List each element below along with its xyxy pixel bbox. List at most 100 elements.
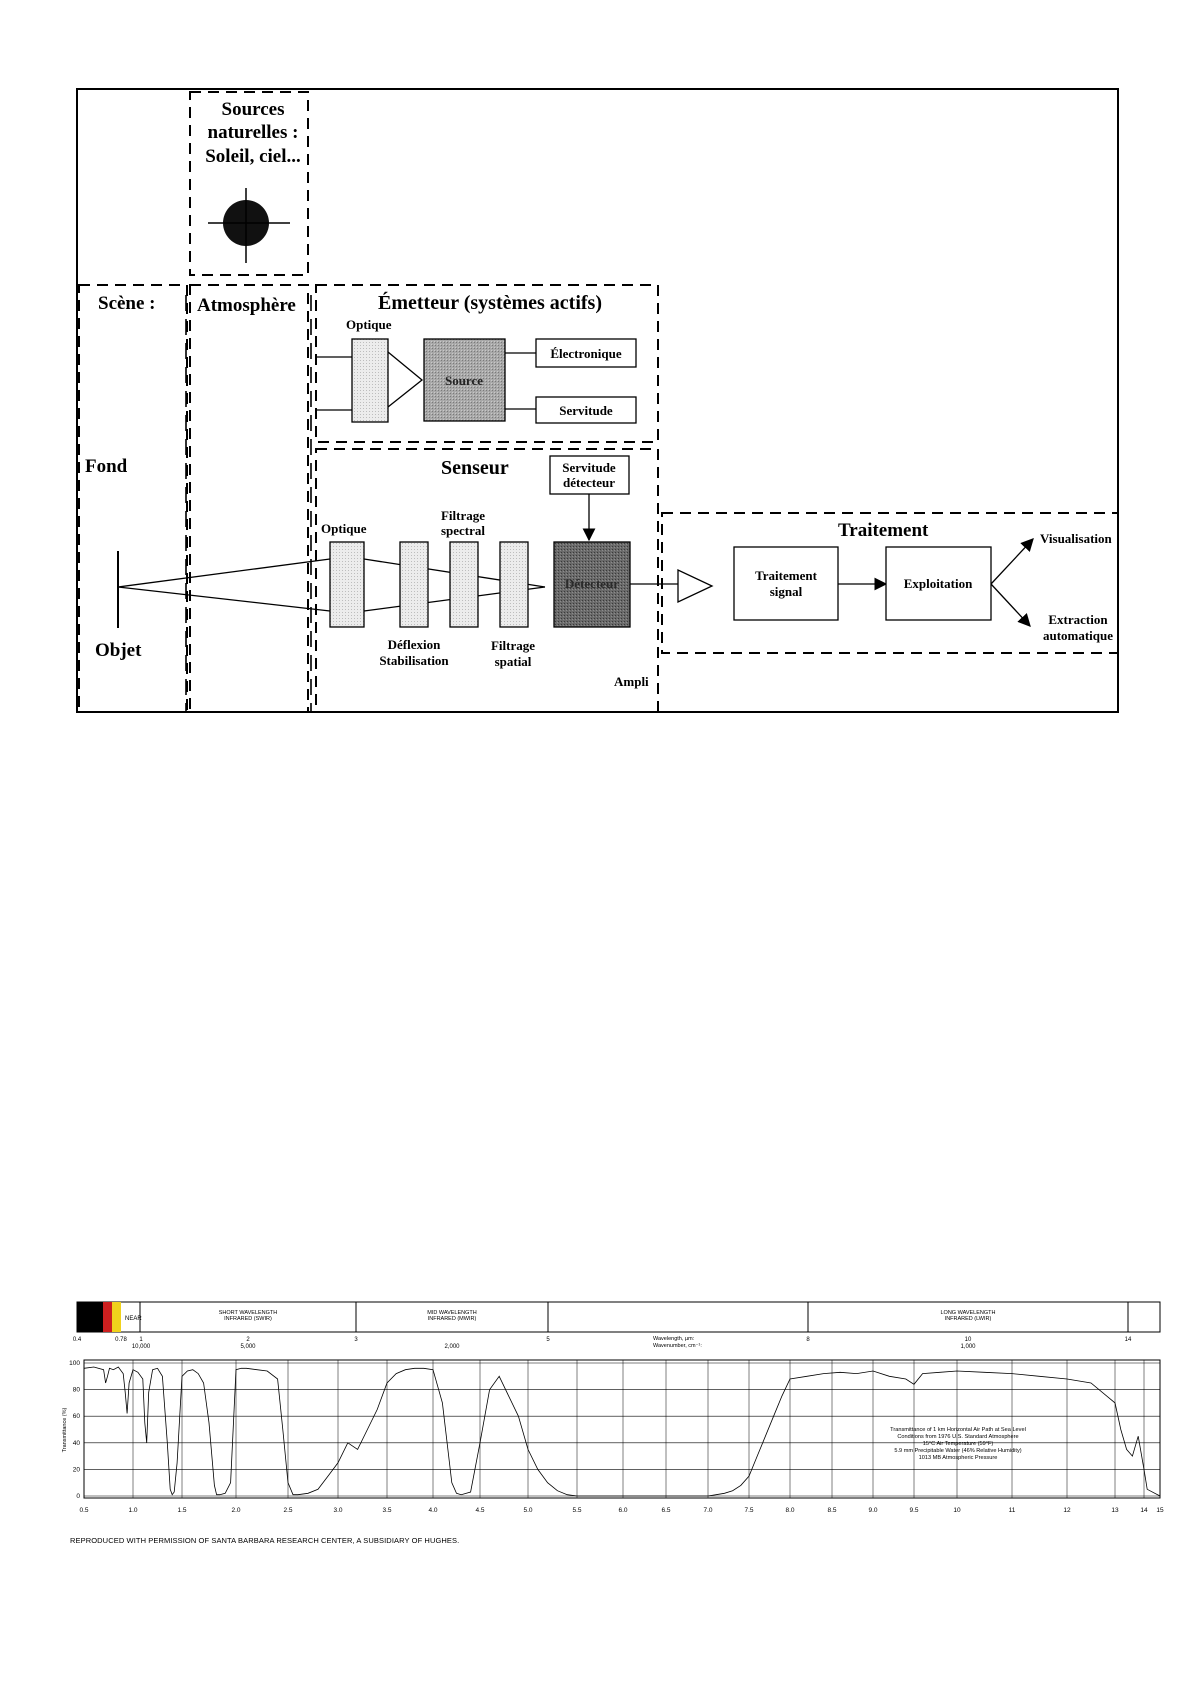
traitement-title: Traitement: [838, 520, 929, 541]
filtrage-spatial-label-1: Filtrage: [491, 638, 535, 653]
top-wavelength-tick: 3: [354, 1337, 358, 1343]
top-wavenumber-tick: 5,000: [240, 1344, 256, 1350]
visualisation-label: Visualisation: [1040, 531, 1113, 546]
electronique-label: Électronique: [550, 346, 621, 361]
emetteur-servitude-box: [535, 396, 637, 424]
x-tick-label: 9.5: [909, 1507, 918, 1514]
y-tick-label: 0: [76, 1493, 80, 1500]
exploitation-box: [885, 546, 992, 621]
legend: Transmittance of 1 km Horizontal Air Pat…: [890, 1427, 1026, 1461]
top-wavelength-tick: 5: [546, 1337, 550, 1343]
y-tick-label: 40: [73, 1440, 81, 1447]
x-tick-label: 13: [1111, 1507, 1119, 1514]
legend-line: 1013 MB Atmospheric Pressure: [919, 1455, 998, 1461]
diagram-frame: [76, 88, 1119, 713]
deflexion-label-2: Stabilisation: [379, 653, 449, 668]
objet-label: Objet: [95, 640, 142, 661]
servitude-detecteur-label-2: détecteur: [563, 475, 615, 490]
x-tick-label: 5.5: [572, 1507, 581, 1514]
traitement-region: [661, 512, 1119, 654]
x-tick-label: 2.0: [231, 1507, 240, 1514]
emetteur-servitude-label: Servitude: [559, 403, 613, 418]
sun-icon: [208, 188, 290, 263]
x-tick-label: 4.5: [475, 1507, 484, 1514]
x-tick-label: 11: [1009, 1507, 1016, 1514]
filtrage-spatial-block: [499, 541, 529, 628]
credit-text: REPRODUCED WITH PERMISSION OF SANTA BARB…: [70, 1536, 460, 1545]
x-tick-label: 12: [1063, 1507, 1071, 1514]
emetteur-optique-label: Optique: [346, 317, 392, 332]
x-tick-label: 6.0: [618, 1507, 627, 1514]
source-label: Source: [445, 373, 483, 388]
senseur-region: [315, 448, 659, 713]
detecteur-block: [553, 541, 631, 628]
sources-region: [189, 91, 309, 276]
traitement-signal-label-1: Traitement: [755, 568, 818, 583]
x-tick-label: 7.0: [703, 1507, 712, 1514]
traitement-signal-label-2: signal: [770, 584, 803, 599]
fond-label: Fond: [85, 456, 128, 477]
sources-label-1: Sources: [222, 99, 285, 120]
x-tick-label: 8.5: [827, 1507, 836, 1514]
top-wavelength-tick: 2: [246, 1337, 250, 1343]
senseur-optique-block: [329, 541, 365, 628]
top-wavenumber-tick: 2,000: [444, 1344, 460, 1350]
x-tick-label: 4.0: [428, 1507, 437, 1514]
plot-area: [83, 1359, 1161, 1499]
x-tick-label: 2.5: [283, 1507, 292, 1514]
deflexion-label-1: Déflexion: [388, 637, 441, 652]
servitude-detecteur-box: [549, 455, 630, 495]
x-tick-label: 6.5: [661, 1507, 670, 1514]
filtrage-spectral-block: [449, 541, 479, 628]
band-near-label: NEAR: [125, 1316, 142, 1322]
legend-line: 5.9 mm Precipitable Water (46% Relative …: [894, 1448, 1021, 1454]
horizontal-gridlines: [84, 1362, 1160, 1497]
transmittance-series-line: [83, 1366, 1161, 1497]
filtrage-spectral-label-1: Filtrage: [441, 508, 485, 523]
deflexion-block: [399, 541, 429, 628]
x-tick-label: 15: [1156, 1507, 1164, 1514]
atmosphere-label: Atmosphère: [197, 295, 296, 316]
top-wavenumber-tick: 1,000: [960, 1344, 976, 1350]
x-tick-label: 1.5: [177, 1507, 186, 1514]
ampli-label: Ampli: [614, 674, 649, 689]
extraction-label-2: automatique: [1043, 628, 1113, 643]
top-wavelength-tick: 8: [806, 1337, 810, 1343]
electronique-box: [535, 338, 637, 368]
x-tick-label: 7.5: [744, 1507, 753, 1514]
top-wavenumber-tick: 10,000: [132, 1344, 151, 1350]
detecteur-label: Détecteur: [565, 576, 619, 591]
sources-label-3: Soleil, ciel...: [205, 146, 301, 167]
senseur-title: Senseur: [441, 457, 509, 479]
vertical-gridlines: [132, 1360, 1145, 1498]
ampli-triangle: [677, 568, 714, 604]
x-tick-label: 8.0: [785, 1507, 794, 1514]
exploitation-label: Exploitation: [904, 576, 973, 591]
legend-line: Transmittance of 1 km Horizontal Air Pat…: [890, 1427, 1026, 1433]
x-tick-label: 0.5: [79, 1507, 88, 1514]
top-wavelength-tick: 0.4: [73, 1337, 82, 1343]
scene-label: Scène :: [98, 293, 156, 314]
top-wavelength-tick: 10: [965, 1337, 972, 1343]
servitude-detecteur-label-1: Servitude: [562, 460, 616, 475]
visible-color-yellow: [112, 1302, 121, 1332]
x-tick-label: 5.0: [523, 1507, 532, 1514]
scene-region: [78, 284, 188, 713]
wavenumber-caption: Wavenumber, cm⁻¹:: [653, 1343, 702, 1349]
emetteur-optique-block: [351, 338, 389, 423]
visible-color-red: [103, 1302, 112, 1332]
y-tick-label: 60: [73, 1413, 81, 1420]
x-tick-label: 9.0: [868, 1507, 877, 1514]
atmosphere-region: [189, 284, 309, 713]
x-tick-label: 3.5: [382, 1507, 391, 1514]
filtrage-spectral-label-2: spectral: [441, 523, 485, 538]
filtrage-spatial-label-2: spatial: [495, 654, 532, 669]
extraction-label-1: Extraction: [1048, 612, 1108, 627]
